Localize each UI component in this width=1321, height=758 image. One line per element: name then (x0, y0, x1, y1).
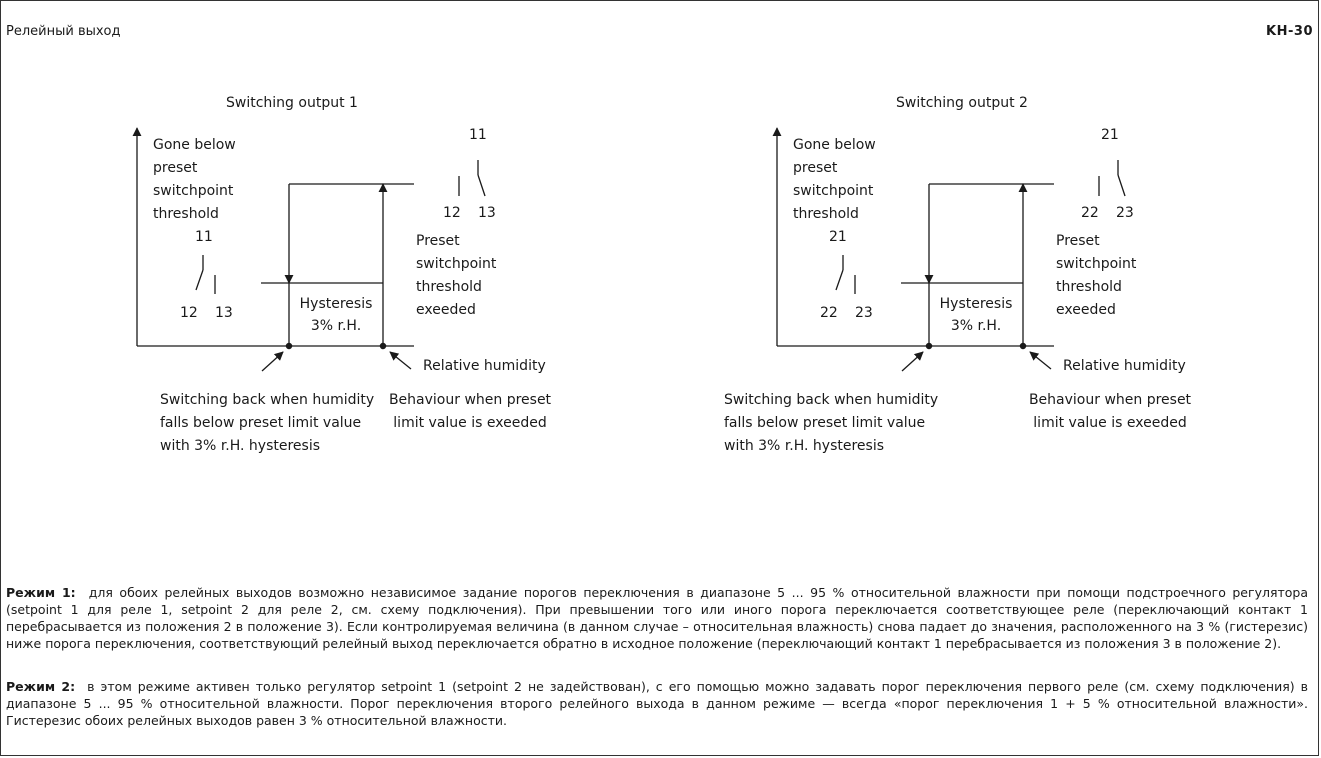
pointer-arrow (901, 351, 924, 372)
below-label-line: threshold (793, 206, 859, 222)
back-caption-line: with 3% r.H. hysteresis (160, 438, 320, 454)
contact-nc-label: 12 (180, 305, 198, 321)
hysteresis-value: 3% r.H. (951, 318, 1001, 334)
contact-symbol-normal (835, 255, 856, 294)
pointer-arrow (1029, 351, 1052, 370)
switching-diagrams: Switching output 1 11 12 13 1 (132, 95, 1192, 454)
pointer-arrow (261, 351, 284, 372)
back-point (925, 342, 933, 350)
back-caption-line: with 3% r.H. hysteresis (724, 438, 884, 454)
diagram-title: Switching output 2 (896, 95, 1028, 111)
model-code: KH-30 (1266, 24, 1313, 39)
switching-output-1-diagram: Switching output 1 11 12 13 1 (132, 95, 552, 454)
exceeded-label-line: switchpoint (416, 256, 497, 272)
x-axis-label: Relative humidity (423, 358, 546, 374)
back-caption-line: falls below preset limit value (724, 415, 925, 431)
contact-no-label: 13 (478, 205, 496, 221)
below-label-line: Gone below (793, 137, 876, 153)
exceeded-label-line: Preset (1056, 233, 1100, 249)
hysteresis-label: Hysteresis (940, 296, 1013, 312)
contact-com-label: 21 (829, 229, 847, 245)
pointer-arrow (389, 351, 412, 370)
below-label-line: preset (793, 160, 838, 176)
contact-nc-label: 12 (443, 205, 461, 221)
switching-output-2-diagram: Switching output 2 21 22 23 21 22 23 (724, 95, 1192, 454)
below-label-line: preset (153, 160, 198, 176)
contact-com-label: 11 (195, 229, 213, 245)
below-label-line: switchpoint (793, 183, 874, 199)
exceed-caption-line: limit value is exeeded (1033, 415, 1186, 431)
back-point (285, 342, 293, 350)
hysteresis-label: Hysteresis (300, 296, 373, 312)
exceeded-label-line: threshold (1056, 279, 1122, 295)
mode-2-text: в этом режиме активен только регулятор s… (6, 679, 1308, 728)
contact-symbol-normal (195, 255, 216, 294)
exceed-point (379, 342, 387, 350)
contact-no-label: 23 (855, 305, 873, 321)
exceeded-label-line: exeeded (416, 302, 476, 318)
contact-symbol-switched (458, 160, 486, 197)
exceed-caption-line: limit value is exeeded (393, 415, 546, 431)
contact-symbol-switched (1098, 160, 1126, 197)
x-axis-label: Relative humidity (1063, 358, 1186, 374)
contact-nc-label: 22 (820, 305, 838, 321)
hysteresis-value: 3% r.H. (311, 318, 361, 334)
mode-2-label: Режим 2: (6, 679, 76, 694)
contact-no-label: 13 (215, 305, 233, 321)
diagram-title: Switching output 1 (226, 95, 358, 111)
contact-com-label: 21 (1101, 127, 1119, 143)
contact-nc-label: 22 (1081, 205, 1099, 221)
mode-1-label: Режим 1: (6, 585, 76, 600)
exceeded-label-line: threshold (416, 279, 482, 295)
mode-2-paragraph: Режим 2: в этом режиме активен только ре… (6, 678, 1308, 729)
contact-com-label: 11 (469, 127, 487, 143)
back-caption-line: falls below preset limit value (160, 415, 361, 431)
exceed-caption-line: Behaviour when preset (389, 392, 552, 408)
exceed-caption-line: Behaviour when preset (1029, 392, 1192, 408)
back-caption-line: Switching back when humidity (724, 392, 938, 408)
mode-1-text: для обоих релейных выходов возможно неза… (6, 585, 1308, 651)
exceeded-label-line: exeeded (1056, 302, 1116, 318)
below-label-line: switchpoint (153, 183, 234, 199)
exceeded-label-line: Preset (416, 233, 460, 249)
back-caption-line: Switching back when humidity (160, 392, 374, 408)
contact-no-label: 23 (1116, 205, 1134, 221)
below-label-line: Gone below (153, 137, 236, 153)
exceed-point (1019, 342, 1027, 350)
section-title: Релейный выход (6, 24, 121, 39)
below-label-line: threshold (153, 206, 219, 222)
mode-1-paragraph: Режим 1: для обоих релейных выходов возм… (6, 584, 1308, 652)
exceeded-label-line: switchpoint (1056, 256, 1137, 272)
